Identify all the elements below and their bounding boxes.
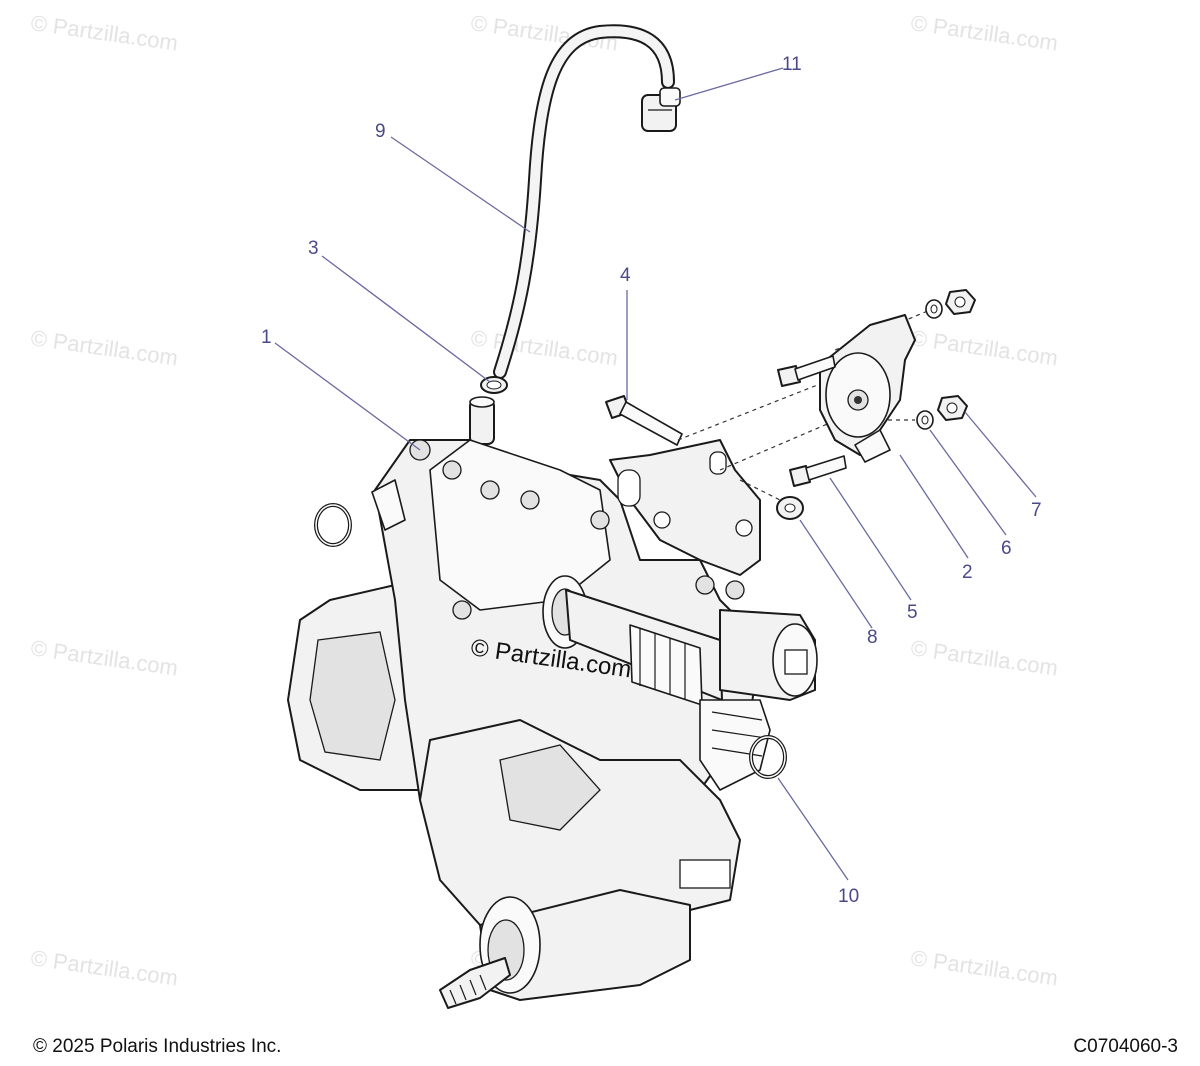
watermark: © Partzilla.com [909, 325, 1059, 370]
vent-fitting [641, 87, 681, 132]
bolt-upper-cover [777, 355, 836, 387]
callout-1: 1 [261, 327, 272, 348]
speed-sensor-cover [819, 314, 916, 463]
copyright-text: © 2025 Polaris Industries Inc. [33, 1036, 282, 1057]
callout-7: 7 [1031, 500, 1042, 521]
callout-2: 2 [962, 562, 973, 583]
watermark: © Partzilla.com [469, 325, 619, 370]
callout-10: 10 [838, 886, 859, 907]
callout-8: 8 [867, 627, 878, 648]
callout-4: 4 [620, 265, 631, 286]
bolt-5 [789, 455, 847, 487]
washer-8 [776, 496, 804, 520]
callout-3: 3 [308, 238, 319, 259]
o-ring-10 [749, 735, 787, 779]
hose-clamp [480, 376, 508, 394]
figure-id: C0704060-3 [1073, 1036, 1178, 1057]
watermark: © Partzilla.com [909, 10, 1059, 55]
transmission-housing [287, 396, 818, 1009]
bolt-4 [605, 395, 683, 446]
watermark: © Partzilla.com [909, 945, 1059, 990]
watermark: © Partzilla.com [29, 945, 179, 990]
watermark: © Partzilla.com [909, 635, 1059, 680]
nut-7 [937, 395, 968, 421]
callout-11: 11 [782, 54, 802, 75]
vent-hose [493, 24, 675, 379]
watermark: © Partzilla.com [29, 10, 179, 55]
leader-lines [274, 67, 1037, 881]
watermark: © Partzilla.com [29, 325, 179, 370]
callout-6: 6 [1001, 538, 1012, 559]
callouts: 1 2 3 4 5 6 7 8 9 10 11 [261, 54, 1042, 907]
o-ring-left [314, 503, 352, 547]
washer-6-upper [925, 299, 943, 319]
washer-6 [916, 410, 934, 430]
watermark: © Partzilla.com [29, 635, 179, 680]
callout-5: 5 [907, 602, 918, 623]
nut-7-upper [945, 289, 976, 315]
callout-9: 9 [375, 121, 386, 142]
